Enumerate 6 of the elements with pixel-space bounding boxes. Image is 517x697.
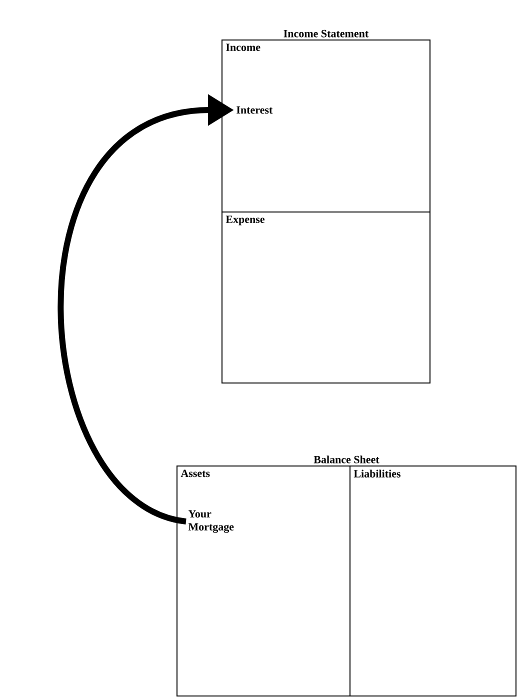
- node-label: Balance Sheet: [314, 456, 380, 464]
- section-box: Liabilities: [350, 466, 516, 696]
- node-label: Income Statement: [284, 30, 369, 38]
- item-label: Your Mortgage: [188, 510, 234, 533]
- item-label: Interest: [236, 106, 273, 114]
- section-box: Expense: [222, 212, 430, 384]
